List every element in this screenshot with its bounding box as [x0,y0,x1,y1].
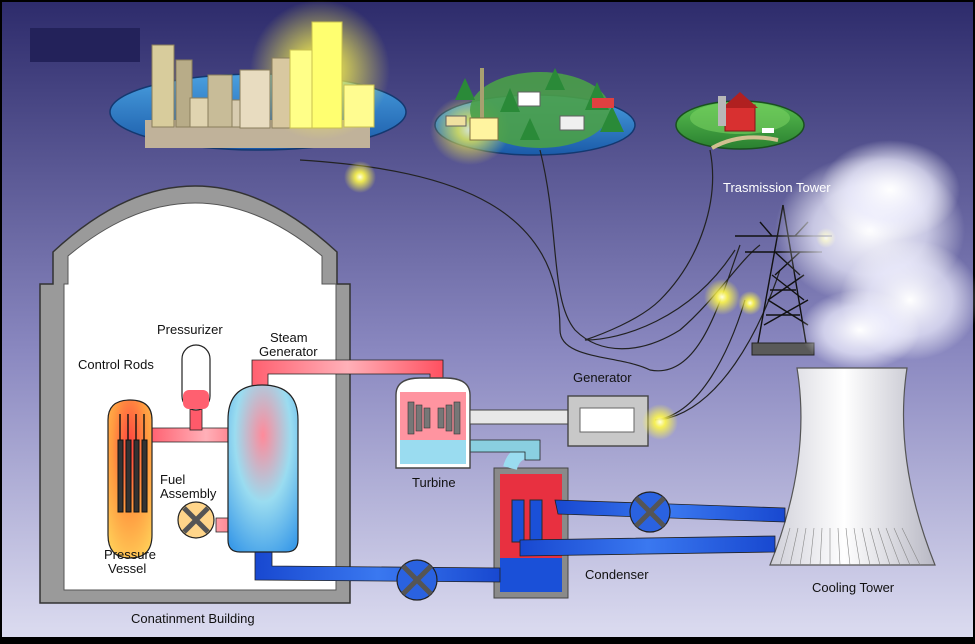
town-platform [430,68,636,165]
energy-glow [738,291,762,315]
turbine [395,377,471,469]
label-pressurizer: Pressurizer [157,322,223,337]
label-pressure-vessel-line2: Vessel [108,561,146,576]
cooling-pump [629,491,671,533]
label-control-rods: Control Rods [78,357,154,372]
energy-glow [704,279,740,315]
label-steam-generator-line1: Steam [270,330,308,345]
label-generator: Generator [573,370,632,385]
power-lines [299,149,781,421]
reactor-coolant-pump [177,501,215,539]
steam-generator [227,384,299,553]
feedwater-pump [396,559,438,601]
label-pressure-vessel-line1: Pressure [104,547,156,562]
energy-glow [344,161,376,193]
label-fuel-assembly-line2: Assembly [160,486,217,501]
cooling-tower-steam [775,140,975,370]
turbine-shaft [469,409,571,425]
pressurizer-line [189,407,203,431]
pressurizer [181,344,211,411]
label-transmission-tower: Trasmission Tower [723,180,831,195]
generator [567,395,678,447]
label-steam-generator-line2: Generator [259,344,318,359]
city-platform [109,0,407,151]
condenser [493,442,569,599]
label-containment-building: Conatinment Building [131,611,255,626]
label-cooling-tower: Cooling Tower [812,580,895,595]
label-fuel-assembly-line1: Fuel [160,472,185,487]
cooling-tower [769,367,936,566]
label-turbine: Turbine [412,475,456,490]
farm-platform [675,92,805,150]
label-condenser: Condenser [585,567,649,582]
dark-patch [30,28,140,62]
pressure-vessel [107,399,153,559]
